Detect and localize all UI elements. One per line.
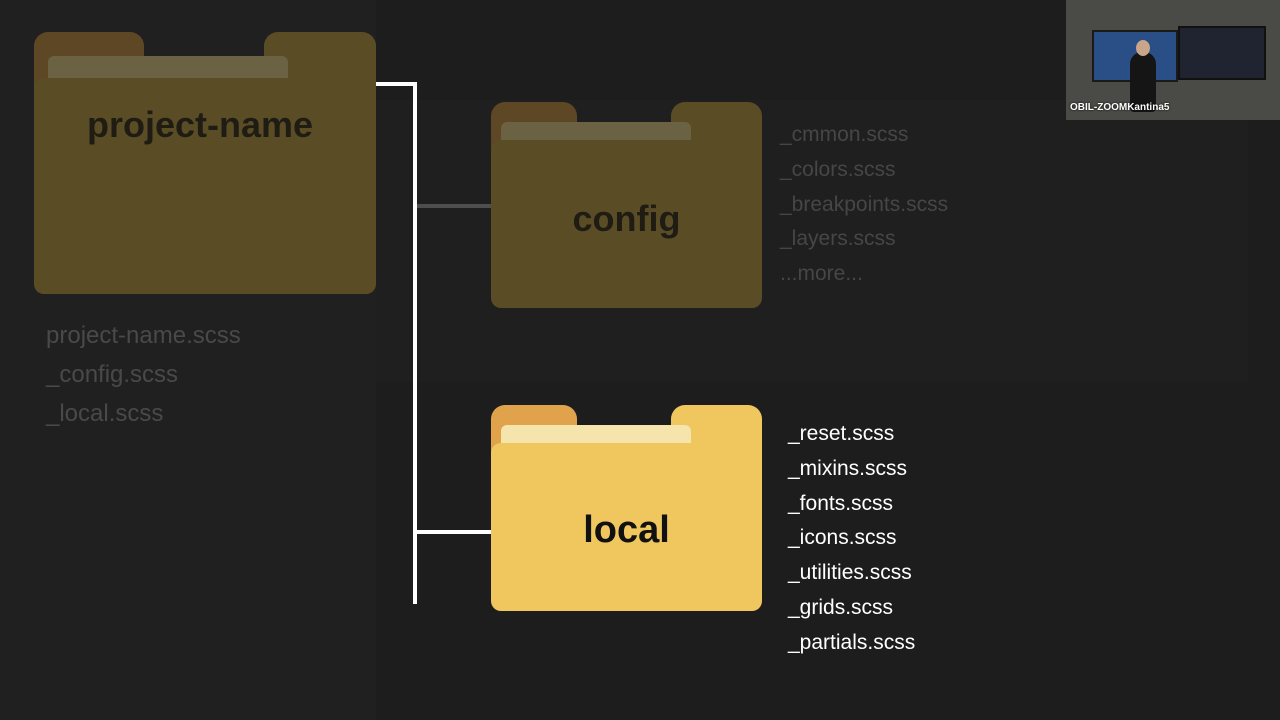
tree-connector-local xyxy=(417,530,491,534)
config-folder-front xyxy=(491,140,762,308)
tree-connector-top xyxy=(376,82,417,86)
tree-connector-vertical xyxy=(413,82,417,604)
local-file-item: _reset.scss xyxy=(788,422,895,445)
root-folder[interactable]: project-name xyxy=(34,32,376,294)
root-file-item: _local.scss xyxy=(46,400,164,427)
root-folder-label: project-name xyxy=(86,104,314,145)
local-file-item: _icons.scss xyxy=(788,526,897,550)
local-file-item: _fonts.scss xyxy=(788,491,894,515)
local-folder-front xyxy=(491,443,762,611)
local-file-item: _partials.scss xyxy=(788,630,916,654)
config-folder[interactable]: config xyxy=(491,102,762,308)
config-file-item: ...more... xyxy=(780,262,863,286)
config-file-item: _colors.scss xyxy=(780,157,896,181)
local-file-list: _reset.scss _mixins.scss _fonts.scss _ic… xyxy=(788,417,915,661)
video-wall-screen xyxy=(1178,26,1266,80)
presenter-figure xyxy=(1130,52,1156,112)
root-file-list: project-name.scss _config.scss _local.sc… xyxy=(46,316,241,433)
participant-video-thumbnail[interactable]: OBIL-ZOOMKantina5 xyxy=(1066,0,1280,120)
local-folder-label: local xyxy=(583,509,670,551)
root-file-item: project-name.scss xyxy=(46,322,241,349)
local-folder[interactable]: local xyxy=(491,405,762,611)
config-file-item: _breakpoints.scss xyxy=(780,192,949,216)
config-file-list: _cmmon.scss _colors.scss _breakpoints.sc… xyxy=(780,118,948,292)
config-file-item: _layers.scss xyxy=(780,227,896,251)
root-file-item: _config.scss xyxy=(46,361,179,388)
participant-name: OBIL-ZOOMKantina5 xyxy=(1070,102,1170,113)
local-file-item: _grids.scss xyxy=(788,595,894,619)
config-file-item: _cmmon.scss xyxy=(780,123,909,146)
config-folder-label: config xyxy=(572,198,681,239)
tree-connector-config xyxy=(417,204,491,208)
local-file-item: _utilities.scss xyxy=(788,561,912,585)
local-file-item: _mixins.scss xyxy=(788,456,908,480)
root-folder-front xyxy=(34,78,376,294)
presenter-head xyxy=(1136,40,1150,56)
